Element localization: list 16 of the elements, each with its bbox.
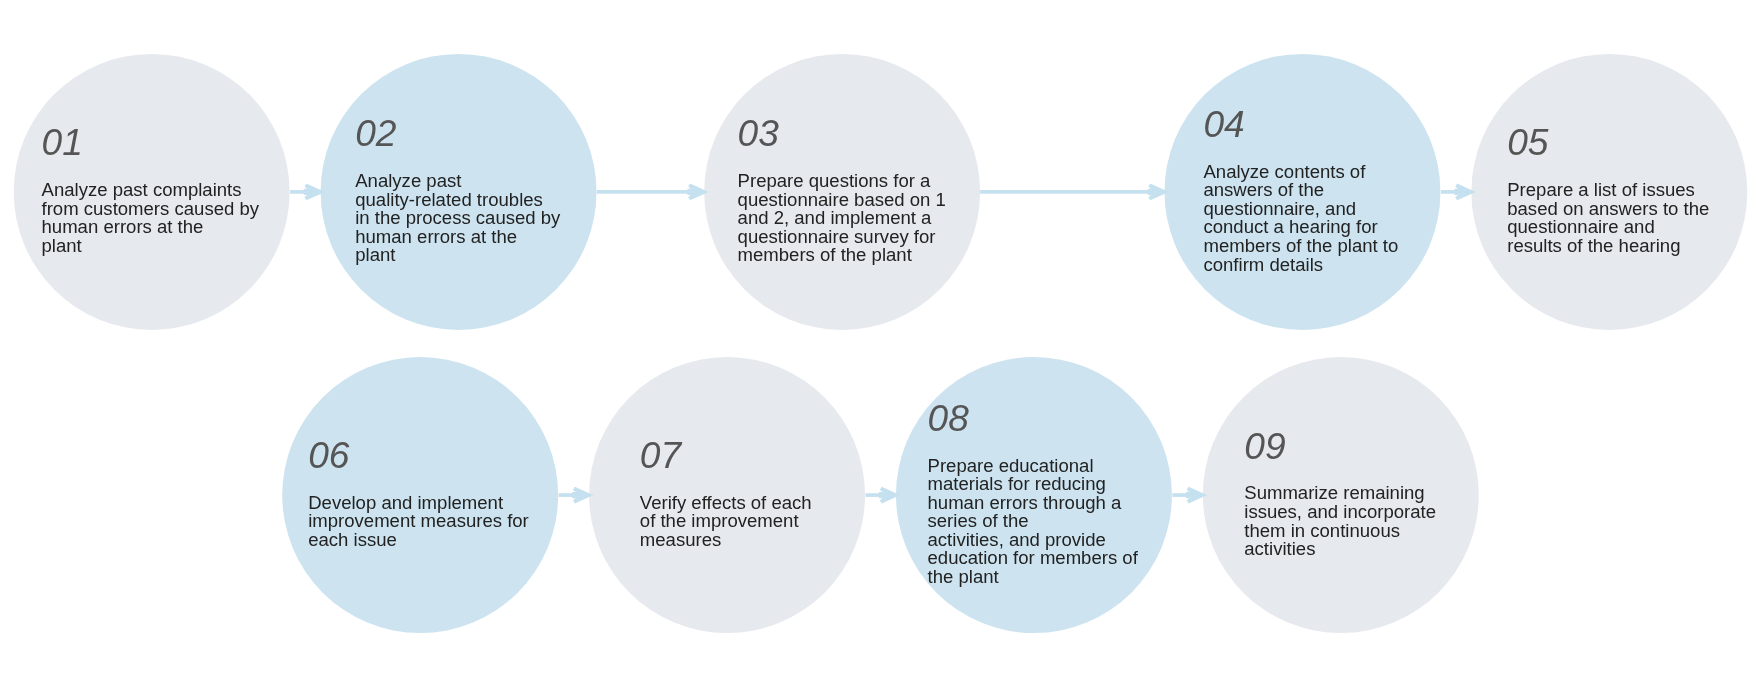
arrow (865, 486, 898, 504)
arrow (290, 183, 323, 201)
node-circle: 02 Analyze past quality-related troubles in the process caused by human errors at the plant (320, 53, 597, 330)
arrow (1440, 183, 1474, 201)
node-circle: 09 Summarize remaining issues, and incorporate them in continuous activities (1202, 357, 1479, 634)
node-circle: 01 Analyze past complaints from customers caused by human errors at the plant (13, 53, 290, 330)
node-circle: 04 Analyze contents of answers of the questionnaire, and conduct a hearing for members of the plant to confirm details (1164, 53, 1441, 330)
node-circle: 03 Prepare questions for a questionnaire based on 1 and 2, and implement a questionnaire survey for members of the plant (704, 53, 981, 330)
arrow (596, 183, 706, 201)
arrow (1172, 486, 1205, 504)
arrow (558, 486, 591, 504)
node-circle: 07 Verify effects of each of the improvement measures (589, 357, 866, 634)
node-circle: 05 Prepare a list of issues based on answers to the questionnaire and results of the hearing (1471, 53, 1748, 330)
node-circle: 06 Develop and implement improvement measures for each issue (282, 357, 559, 634)
node-circle: 08 Prepare educational materials for reducing human errors through a series of the activities, and provide education for members of the plant (895, 357, 1172, 634)
arrow (980, 183, 1167, 201)
